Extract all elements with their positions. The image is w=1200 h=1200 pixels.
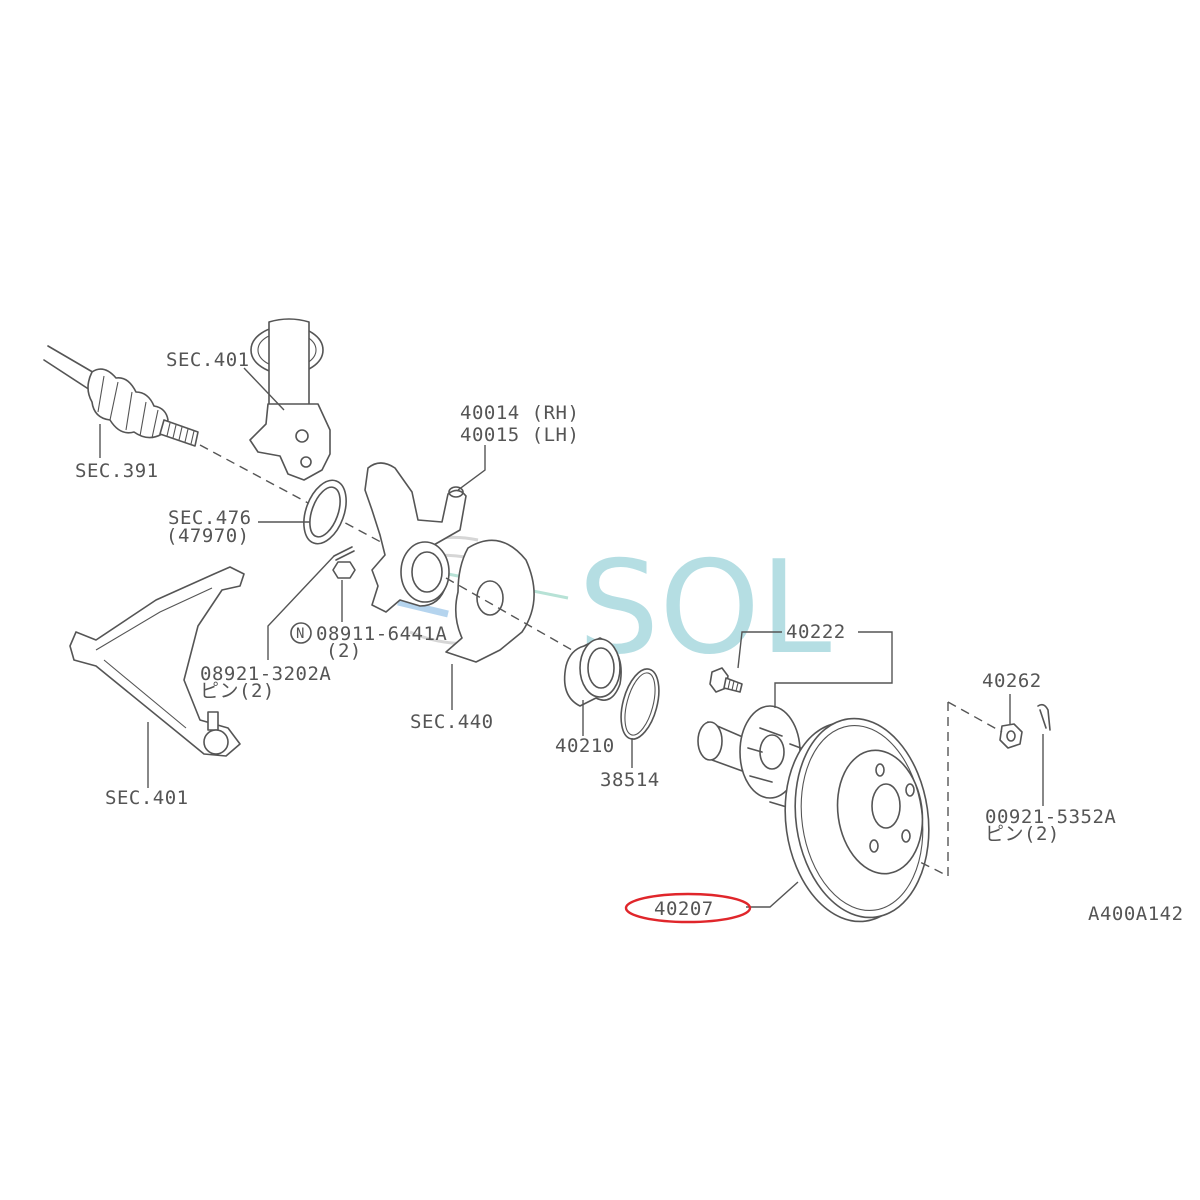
watermark-text: SOL <box>578 534 831 683</box>
leader-sec401-strut <box>243 367 285 411</box>
drive-shaft-thread <box>159 419 199 447</box>
label-pin2-qty: ピン(2) <box>985 823 1060 845</box>
backing-plate <box>445 539 535 663</box>
label-sec476: SEC.476 <box>168 507 252 529</box>
hub-studs <box>747 727 807 809</box>
ball-joint <box>203 729 229 755</box>
steering-knuckle <box>364 462 467 613</box>
wheel-bearing <box>563 637 622 707</box>
ball-joint-stud <box>207 711 219 731</box>
label-pin1-qty: ピン(2) <box>200 680 275 702</box>
label-sec401-strut: SEC.401 <box>166 349 250 371</box>
label-disc-rotor: 40207 <box>654 898 714 920</box>
bearing-face-inner <box>587 647 615 689</box>
hub-axis-dashed <box>445 577 573 651</box>
leader-hub-bolt-left <box>737 631 782 669</box>
label-pin1-part: 08921-3202A <box>200 663 331 685</box>
watermark-logo: SOL <box>397 534 831 683</box>
strut <box>249 318 331 481</box>
label-sec391: SEC.391 <box>75 460 159 482</box>
brake-disc <box>784 717 930 923</box>
abs-ring-outer <box>303 479 347 545</box>
hub-bolt-thread <box>727 679 739 692</box>
disc-stud-hole-4 <box>869 839 879 853</box>
backing-plate-hole <box>476 580 504 616</box>
lower-arm-body <box>69 566 245 757</box>
label-snap-ring: 38514 <box>600 769 660 791</box>
label-disc-nut: 40262 <box>982 670 1042 692</box>
label-knuckle-lh: 40015 (LH) <box>460 424 579 446</box>
knuckle-boss-inner <box>411 551 443 593</box>
drive-shaft <box>43 345 199 447</box>
strut-tube <box>268 318 310 415</box>
disc-stud-hole-2 <box>905 783 915 797</box>
hub-nut-hole <box>1006 730 1016 742</box>
castle-nut-small <box>332 561 356 579</box>
disc-stud-hole-3 <box>901 829 911 843</box>
strut-bracket <box>249 403 331 481</box>
part-labels: SEC.401 SEC.391 40014 (RH) 40015 (LH) SE… <box>75 349 1184 925</box>
label-nut-symbol: N <box>296 626 305 642</box>
label-figure-code: A400A142 <box>1088 903 1184 925</box>
snap-ring-inner <box>624 672 656 736</box>
leader-knuckle <box>457 445 486 491</box>
lower-arm-rib <box>95 587 213 729</box>
disc-hat <box>836 749 924 875</box>
leader-lines <box>99 367 1044 908</box>
knuckle-arm-eye <box>448 486 464 498</box>
leader-hub-bolt-right <box>774 631 893 708</box>
strut-bolt-hole-upper <box>295 429 309 443</box>
label-sec401-arm: SEC.401 <box>105 787 189 809</box>
label-nut-qty: (2) <box>326 640 362 662</box>
label-knuckle-rh: 40014 (RH) <box>460 402 579 424</box>
abs-sensor-ring <box>303 479 347 545</box>
nut-axis-dashed <box>915 701 1003 878</box>
highlight-ellipse <box>624 892 752 924</box>
disc-front-face <box>794 717 930 919</box>
hub-bolt <box>709 667 743 693</box>
disc-stud-hole-1 <box>875 763 885 777</box>
watermark-bar-blue <box>397 598 449 618</box>
label-bearing: 40210 <box>555 735 615 757</box>
snap-ring-outer <box>620 668 660 740</box>
leader-disc <box>746 881 799 908</box>
shaft-axis-dashed <box>199 444 393 549</box>
drive-shaft-boot-ribs <box>97 375 159 439</box>
label-pin2-part: 00921-5352A <box>985 806 1116 828</box>
label-sec476-sub: (47970) <box>166 525 250 547</box>
nut-symbol-circle <box>290 622 312 644</box>
label-hub-bolt: 40222 <box>786 621 846 643</box>
backing-plate-outline <box>445 539 535 663</box>
label-sec440: SEC.440 <box>410 711 494 733</box>
hub-nut <box>999 723 1023 749</box>
cotter-pin-small <box>333 546 355 561</box>
drive-shaft-bar <box>43 345 97 391</box>
label-nut-part: 08911-6441A <box>316 623 447 645</box>
wheel-hub <box>697 705 807 809</box>
strut-bolt-hole-lower <box>300 456 312 468</box>
disc-center-hole <box>871 783 901 829</box>
leader-pin1 <box>267 555 335 660</box>
drive-shaft-thread-lines <box>166 422 195 445</box>
hub-spindle-end <box>697 721 723 761</box>
abs-ring-inner <box>309 486 341 538</box>
snap-ring <box>620 668 660 740</box>
lower-arm <box>69 566 245 757</box>
cotter-pin-large <box>1037 703 1051 731</box>
